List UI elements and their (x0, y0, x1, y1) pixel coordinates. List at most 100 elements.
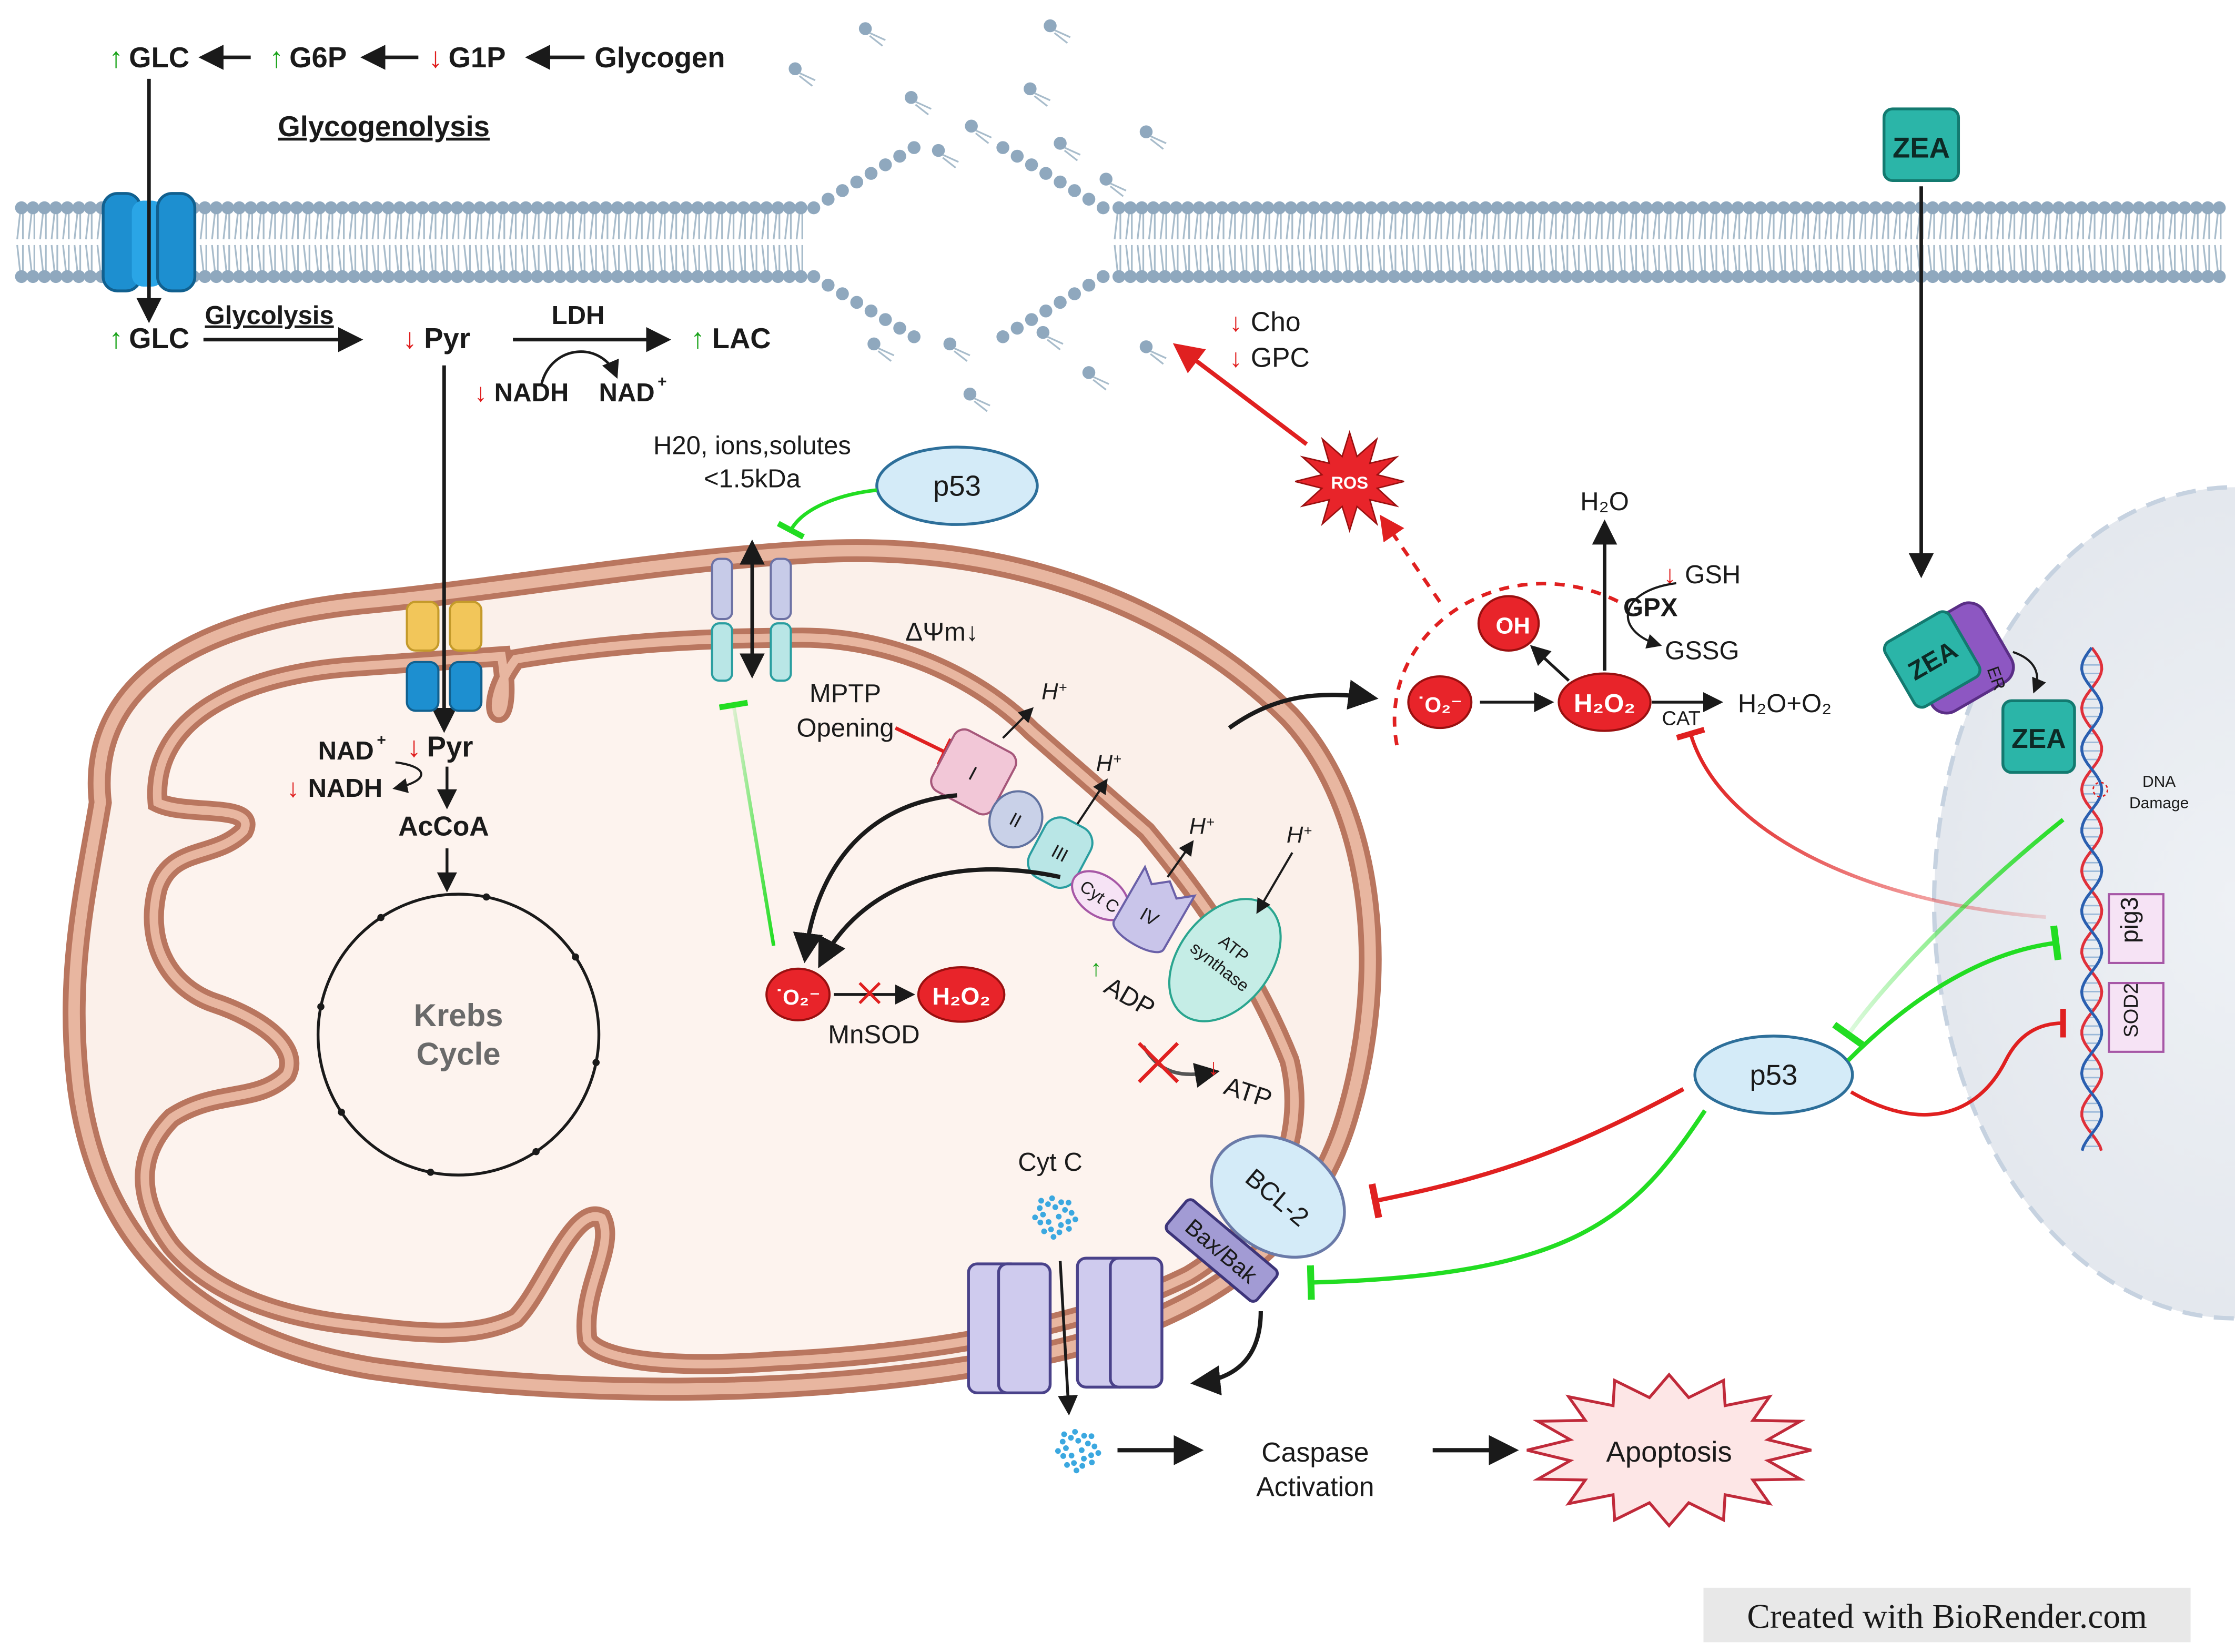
ldh-label: LDH (552, 301, 605, 330)
up-arrow-glc2: ↑ (109, 322, 123, 354)
svg-text:+: + (1304, 822, 1312, 838)
up-arrow-lac: ↑ (691, 322, 705, 354)
sod2-gene-box: SOD2 (2108, 982, 2165, 1053)
glycolysis-label: Glycolysis (205, 301, 333, 330)
mito-nad-label: NAD (318, 737, 374, 765)
svg-text:H₂O₂: H₂O₂ (932, 982, 990, 1010)
p53-bottom-label: p53 (1750, 1059, 1798, 1091)
glycogenolysis-pathway: ↑ GLC ↑ G6P ↓ G1P Glycogen Glycogenolysi… (109, 42, 725, 143)
g1p-label: G1P (449, 42, 506, 74)
endoplasmic-reticulum: ZEA (1883, 601, 2015, 715)
dna-damage-activates-p53 (1832, 818, 2065, 1048)
accoa-label: AcCoA (398, 810, 489, 841)
mito-inner-membrane-highlight (140, 633, 1299, 1369)
complex-iii-superoxide-arrow (818, 867, 1061, 969)
caspase-label-1: Caspase (1261, 1437, 1369, 1467)
mito-potential: ΔΨm↓ (905, 618, 978, 646)
svg-text:˙: ˙ (1499, 619, 1503, 635)
svg-text:↓: ↓ (1229, 308, 1242, 337)
mito-pyr-label: Pyr (427, 731, 473, 763)
cyt-c-particles-mito (1032, 1195, 1078, 1240)
complex-iv: IV (1112, 864, 1197, 954)
krebs-cycle: Krebs Cycle (316, 893, 601, 1177)
dna-helix (2080, 646, 2103, 1151)
zea-molecule-top: ZEA (1882, 107, 1960, 183)
complex-iii: III (1027, 816, 1094, 889)
cho-label: Cho (1251, 306, 1301, 337)
h2o-o2-label: H₂O+O₂ (1738, 690, 1832, 718)
mito-nadh-label: NADH (308, 774, 383, 803)
gsh-label: GSH (1685, 561, 1741, 589)
proton-4: H (1287, 823, 1303, 848)
pore-label-1: H20, ions,solutes (653, 432, 851, 460)
down-arrow-mito-pyr: ↓ (407, 731, 421, 763)
gssg-label: GSSG (1665, 636, 1740, 665)
p53-top-node (875, 445, 1039, 526)
oh-label: OH (1496, 613, 1530, 638)
down-arrow-mito-nadh: ↓ (287, 774, 300, 803)
gpx-label: GPX (1623, 594, 1678, 622)
ros-dashed-arrow (1379, 514, 1442, 603)
mptp-label-1: MPTP (810, 680, 881, 708)
mito-outer-membrane-inner-line (68, 545, 1376, 1395)
matrix-ros: ˙O₂⁻ H₂O₂ MnSOD (765, 966, 1006, 1049)
p53-activates-bax (1307, 1109, 1707, 1300)
pore-label-2: <1.5kDa (704, 464, 801, 493)
apoptosis-burst: Apoptosis (1526, 1372, 1812, 1528)
proton-2: H (1096, 751, 1113, 776)
cat-label: CAT (1662, 707, 1701, 730)
hydroxyl-radical (1477, 595, 1540, 652)
p53-top-label: p53 (933, 470, 981, 502)
cytosol-h2o2 (1558, 672, 1652, 732)
mac-pore (967, 1256, 1164, 1395)
svg-text:↓: ↓ (1208, 1055, 1219, 1080)
x-mark-atp (1137, 1042, 1179, 1083)
down-arrow-nadh: ↓ (474, 379, 488, 407)
ros-burst: ROS (1295, 430, 1404, 533)
nad-plus-sup: + (658, 373, 666, 391)
p53-regulates-sod2 (1850, 1009, 2066, 1117)
krebs-label-2: Cycle (417, 1036, 501, 1071)
cyt-c-release-label: Cyt C (1018, 1148, 1083, 1177)
p53-bottom-node (1693, 1035, 1854, 1115)
bax-pore-arrow (1190, 1311, 1263, 1396)
proton-1: H (1041, 680, 1058, 705)
g6p-label: G6P (289, 42, 347, 74)
pyr-label: Pyr (424, 322, 470, 354)
gpc-label: GPC (1251, 342, 1310, 372)
up-arrow-g6p: ↑ (269, 42, 284, 74)
nadh-label: NADH (494, 379, 569, 407)
atp-synthase: ATP synthase (1168, 898, 1282, 1022)
mitochondrial-pyruvate-carrier (406, 601, 483, 712)
complex-ii: II (988, 790, 1044, 849)
matrix-h2o2 (917, 966, 1006, 1023)
dna-damage-label-2: Damage (2129, 795, 2189, 812)
dna-damage-label-1: DNA (2142, 773, 2176, 790)
svg-text:˙O₂⁻: ˙O₂⁻ (1418, 693, 1462, 717)
h2o2-label: H₂O₂ (1574, 690, 1635, 718)
caspase-label-2: Activation (1256, 1471, 1374, 1502)
pdh-reaction: NAD + ↓ Pyr ↓ NADH AcCoA (287, 731, 489, 893)
up-arrow-glc: ↑ (109, 42, 123, 74)
cytosol-superoxide (1407, 675, 1473, 729)
ros-to-membrane-arrow (1172, 343, 1308, 446)
glc2-label: GLC (129, 322, 189, 354)
x-mark-mnsod (858, 982, 881, 1005)
p53-regulates-pig3 (1846, 925, 2062, 1062)
complex-i: I (930, 728, 1017, 816)
svg-text:+: + (1059, 679, 1067, 695)
matrix-superoxide (765, 967, 831, 1021)
zea-molecule-nucleus: ZEA (2001, 699, 2076, 774)
credit-text: Created with BioRender.com (1747, 1598, 2147, 1636)
mnsod-label: MnSOD (828, 1020, 919, 1049)
glucose-transporter (102, 78, 197, 323)
mptp-pore: H20, ions,solutes <1.5kDa ΔΨm↓ MPTP Open… (653, 432, 978, 767)
cyt-c-particles-cytosol (1055, 1428, 1101, 1474)
svg-text:pig3: pig3 (2116, 897, 2143, 943)
apoptosis-label: Apoptosis (1606, 1436, 1732, 1468)
mptp-label-2: Opening (796, 714, 894, 742)
plasma-membrane (15, 19, 2226, 412)
glc-label: GLC (129, 42, 189, 74)
pig3-gene-box: pig3 (2108, 893, 2165, 964)
